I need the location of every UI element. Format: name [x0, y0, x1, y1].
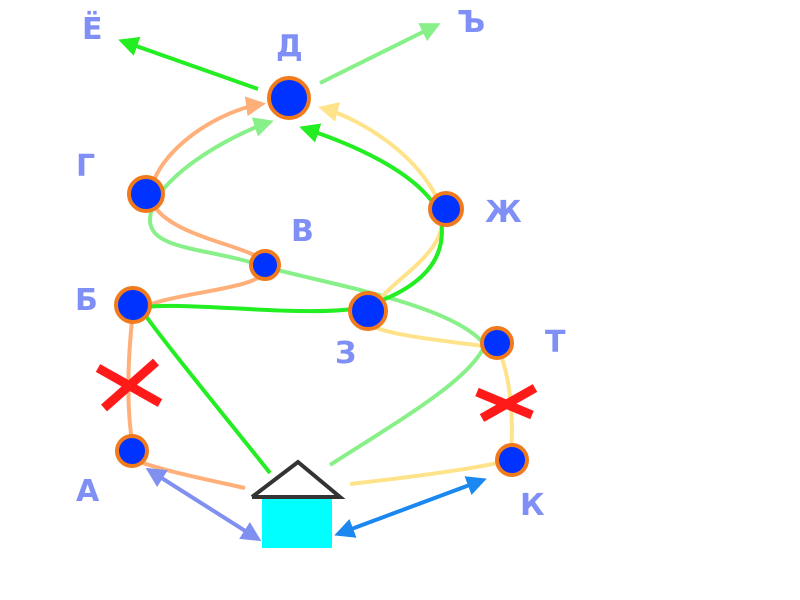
node-zh — [428, 191, 464, 227]
route-yellow — [318, 102, 514, 486]
cross-icon — [475, 384, 538, 422]
node-a — [115, 434, 149, 468]
label-d: Д — [276, 29, 303, 64]
house-icon — [250, 459, 346, 548]
label-hard: Ъ — [457, 5, 485, 40]
node-t — [480, 326, 514, 360]
route-lightgreen-exit — [319, 23, 441, 85]
label-g: Г — [76, 149, 95, 184]
arrow-house-k — [334, 476, 487, 538]
label-v: В — [291, 214, 314, 249]
route-green-exit — [118, 36, 259, 91]
label-z: З — [335, 336, 356, 371]
label-k: К — [520, 488, 545, 523]
node-v — [249, 249, 281, 281]
node-b — [114, 286, 152, 324]
label-a: А — [76, 474, 100, 509]
label-zh: Ж — [485, 195, 522, 230]
label-t: Т — [545, 325, 566, 360]
node-g — [127, 175, 165, 213]
node-k — [495, 443, 529, 477]
cross-icon — [95, 358, 163, 412]
label-yo: Ё — [82, 11, 103, 47]
node-d — [267, 76, 311, 120]
label-b: Б — [75, 283, 98, 318]
node-z — [348, 291, 388, 331]
arrow-house-a — [145, 467, 262, 542]
